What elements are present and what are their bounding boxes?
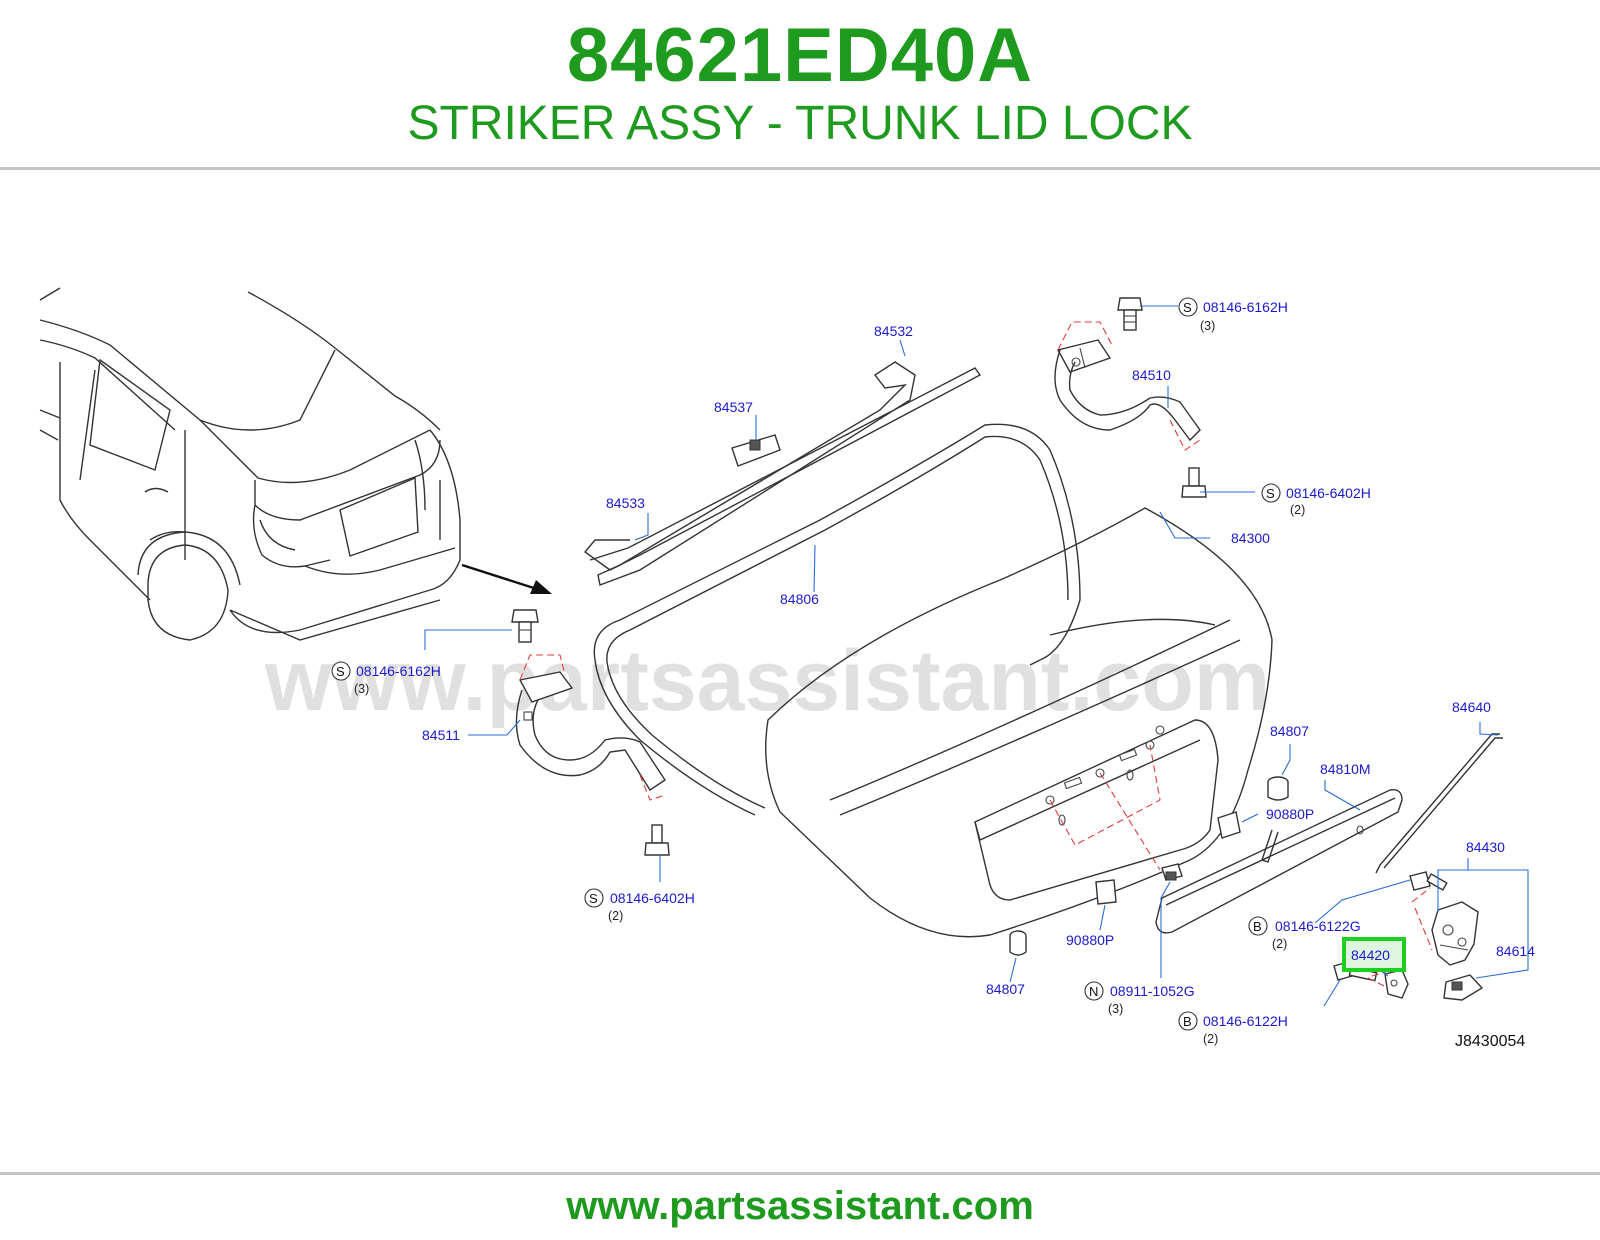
callout-84640: 84640 — [1452, 699, 1491, 715]
trunk-lid — [765, 507, 1273, 938]
leader-lines — [424, 305, 1529, 1007]
fastener-qty: (2) — [608, 909, 623, 923]
highlight-box-84420 — [1342, 937, 1406, 972]
rod-84640 — [1375, 733, 1503, 874]
torsion-bars — [583, 361, 982, 586]
guide-lines-hinge-left — [519, 654, 666, 801]
fastener-prefix: S — [336, 664, 345, 679]
callout-84614: 84614 — [1496, 943, 1535, 959]
fastener-qty: (3) — [354, 682, 369, 696]
fastener-qty: (3) — [1108, 1002, 1123, 1016]
callout-84420: 84420 — [1351, 947, 1390, 963]
fastener-number: 08146-6162H — [1203, 299, 1288, 315]
website-link[interactable]: www.partsassistant.com — [566, 1184, 1034, 1228]
callout-84300: 84300 — [1231, 530, 1270, 546]
bolt-hinge-right-bottom — [1181, 467, 1207, 498]
hinge-right — [1054, 339, 1201, 442]
fastener-prefix: S — [1266, 486, 1275, 501]
fastener-08146-6402H-right: S 08146-6402H (2) — [1261, 483, 1371, 517]
bumper-84807-upper — [1267, 776, 1289, 801]
weatherstrip-seal — [593, 423, 1081, 816]
bumper-84807-lower — [1009, 930, 1027, 956]
bolt-hinge-right-top — [1117, 297, 1143, 331]
fastener-prefix: N — [1089, 984, 1098, 999]
fastener-number: 08146-6122G — [1275, 918, 1361, 934]
diagram-code: J8430054 — [1455, 1033, 1525, 1050]
part-name-subtitle: STRIKER ASSY - TRUNK LID LOCK — [407, 97, 1193, 150]
fastener-08146-6402H-left: S 08146-6402H (2) — [584, 888, 695, 923]
callout-84430: 84430 — [1466, 839, 1505, 855]
vehicle-illustration — [39, 287, 461, 641]
clip-84537 — [731, 434, 781, 467]
fastener-qty: (2) — [1272, 937, 1287, 951]
callout-84806: 84806 — [780, 591, 819, 607]
striker-84420 — [1384, 969, 1409, 999]
plug-90880P-lower — [1095, 879, 1117, 905]
callout-84807-upper: 84807 — [1270, 723, 1309, 739]
bolt-hinge-left-bottom — [644, 824, 670, 856]
watermark-text: www.partsassistant.com — [264, 633, 1270, 729]
hinge-left — [515, 671, 666, 791]
callout-84533: 84533 — [606, 495, 645, 511]
fastener-number: 08146-6402H — [1286, 485, 1371, 501]
callout-84510: 84510 — [1132, 367, 1171, 383]
fastener-number: 08146-6402H — [610, 890, 695, 906]
fastener-number: 08146-6122H — [1203, 1013, 1288, 1029]
fastener-08911-1052G: N 08911-1052G (3) — [1084, 981, 1195, 1016]
fastener-08146-6162H-left: S 08146-6162H (3) — [331, 661, 441, 696]
fastener-prefix: S — [589, 891, 598, 906]
plug-90880P-upper — [1217, 811, 1241, 839]
fastener-qty: (2) — [1203, 1032, 1218, 1046]
lock-84430 — [1431, 901, 1479, 966]
bolt-08146-6122G — [1409, 871, 1448, 891]
fastener-qty: (2) — [1290, 503, 1305, 517]
header-divider — [0, 167, 1600, 170]
guide-lines-lid — [1049, 744, 1161, 871]
direction-arrow — [461, 563, 552, 594]
callout-90880P-lower: 90880P — [1066, 932, 1114, 948]
callout-84810M: 84810M — [1320, 761, 1371, 777]
finisher-84810M — [1155, 789, 1403, 934]
fastener-prefix: B — [1183, 1014, 1192, 1029]
fastener-number: 08911-1052G — [1110, 983, 1195, 999]
callout-84807-lower: 84807 — [986, 981, 1025, 997]
striker-84614 — [1443, 974, 1484, 1001]
nut-08911-1052G — [1161, 863, 1183, 881]
bolt-hinge-left-top — [511, 609, 539, 643]
fastener-08146-6162H-top: S 08146-6162H (3) — [1178, 297, 1288, 333]
callout-84532: 84532 — [874, 323, 913, 339]
fastener-prefix: B — [1253, 919, 1262, 934]
guide-lines-hinge-right — [1057, 321, 1201, 451]
fastener-08146-6122H: B 08146-6122H (2) — [1178, 1011, 1288, 1046]
fastener-08146-6122G: B 08146-6122G (2) — [1248, 916, 1361, 951]
footer-divider — [0, 1172, 1600, 1175]
fastener-qty: (3) — [1200, 319, 1215, 333]
callout-90880P-upper: 90880P — [1266, 806, 1314, 822]
part-number-title: 84621ED40A — [566, 13, 1034, 98]
callout-84537: 84537 — [714, 399, 753, 415]
callout-84511: 84511 — [422, 727, 460, 743]
fastener-prefix: S — [1183, 300, 1192, 315]
guide-lines-lock — [1411, 887, 1433, 951]
fastener-number: 08146-6162H — [356, 663, 441, 679]
